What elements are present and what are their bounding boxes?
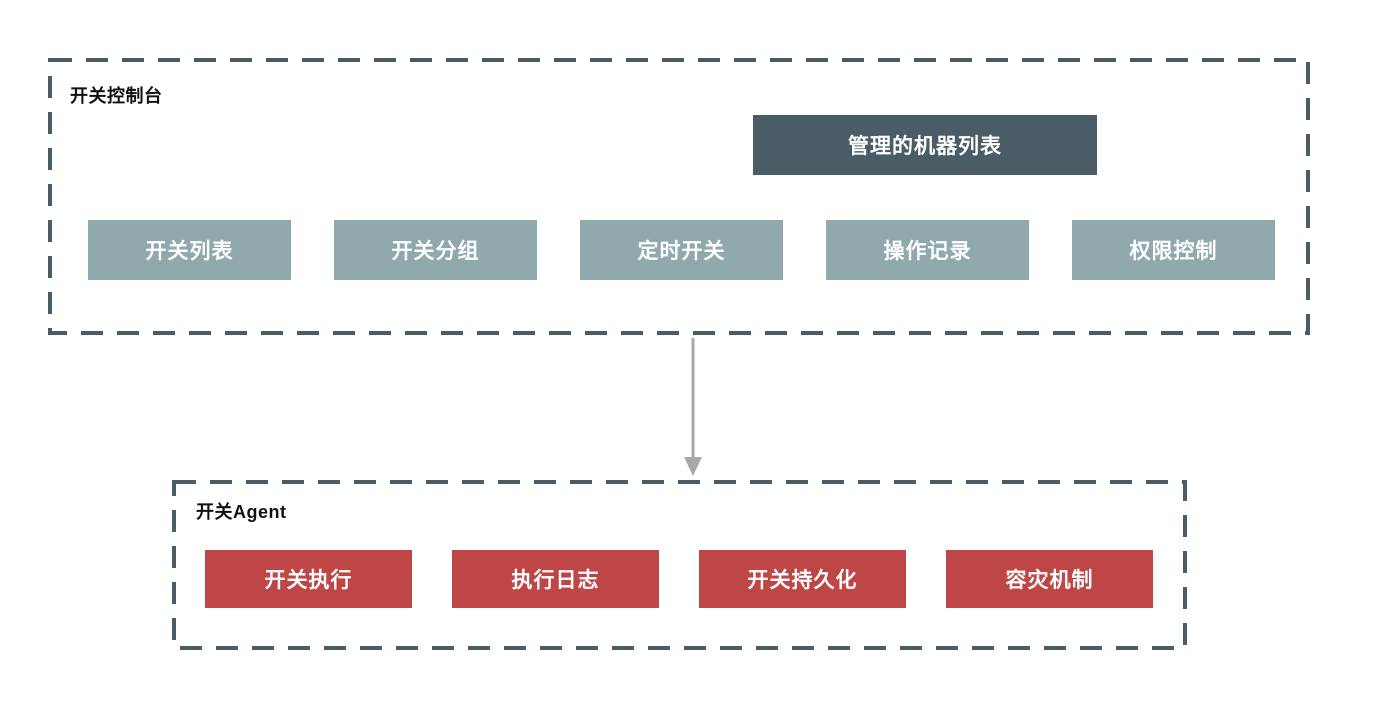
managed-machine-list-label: 管理的机器列表 (848, 135, 1002, 158)
module-switch-execution: 开关执行 (205, 550, 412, 608)
module-permission-control: 权限控制 (1072, 220, 1275, 280)
module-scheduled-switch: 定时开关 (580, 220, 783, 280)
module-disaster-recovery: 容灾机制 (946, 550, 1153, 608)
agent-module-row: 开关执行 执行日志 开关持久化 容灾机制 (205, 550, 1153, 608)
console-group: 开关控制台 管理的机器列表 开关列表 开关分组 定时开关 操作记录 权限控制 (48, 58, 1310, 335)
agent-group-label: 开关Agent (196, 502, 287, 522)
managed-machine-list-box: 管理的机器列表 (753, 115, 1097, 175)
console-module-row: 开关列表 开关分组 定时开关 操作记录 权限控制 (88, 220, 1275, 280)
module-switch-group: 开关分组 (334, 220, 537, 280)
module-switch-list: 开关列表 (88, 220, 291, 280)
console-group-border (48, 58, 1310, 335)
console-group-label: 开关控制台 (70, 86, 163, 106)
module-operation-log: 操作记录 (826, 220, 1029, 280)
module-execution-log: 执行日志 (452, 550, 659, 608)
module-switch-persistence: 开关持久化 (699, 550, 906, 608)
down-arrow-icon (684, 338, 702, 476)
agent-group: 开关Agent 开关执行 执行日志 开关持久化 容灾机制 (172, 480, 1187, 650)
